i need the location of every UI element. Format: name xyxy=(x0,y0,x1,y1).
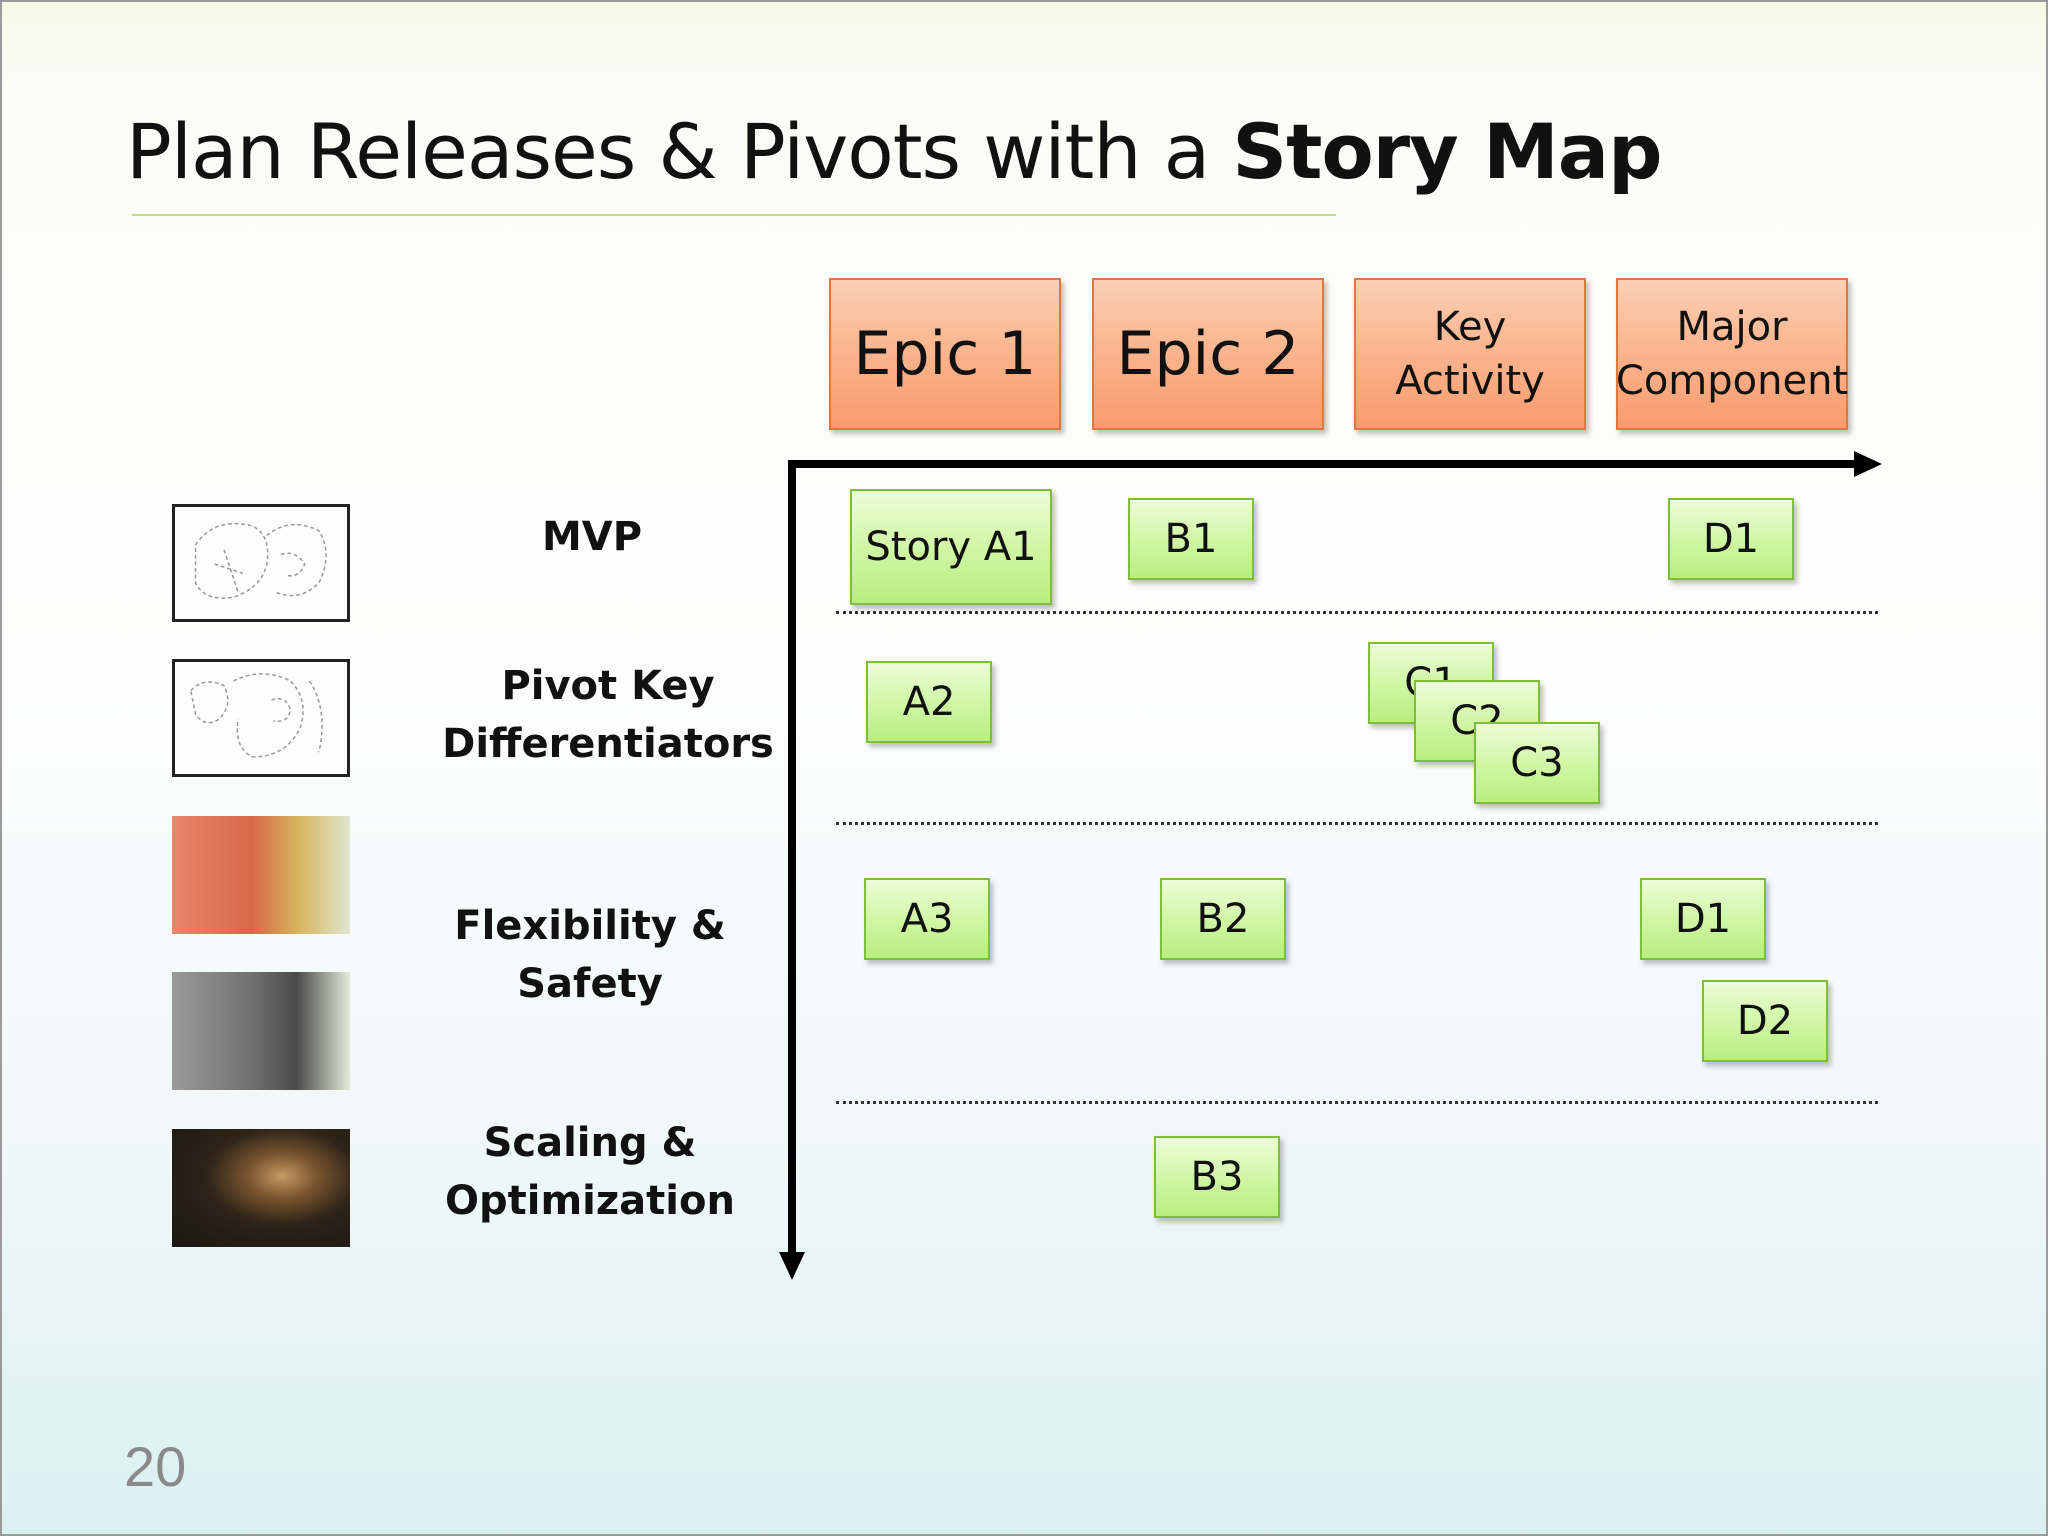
release-divider-1 xyxy=(836,611,1878,614)
line-sketch-1-icon xyxy=(172,504,350,622)
epic-1: Epic 1 xyxy=(829,278,1061,430)
arrow-down-icon xyxy=(779,1252,805,1280)
epic-major-component: Major Component xyxy=(1616,278,1848,430)
story-card-b3: B3 xyxy=(1154,1136,1280,1218)
finished-portrait-icon xyxy=(172,1129,350,1247)
row-label-mvp: MVP xyxy=(541,514,643,560)
story-card-d1: D1 xyxy=(1668,498,1794,580)
line-sketch-2-icon xyxy=(172,659,350,777)
row-label-pivot: Pivot Key Differentiators xyxy=(442,663,774,767)
epic-key-activity: Key Activity xyxy=(1354,278,1586,430)
story-card-d1-second: D1 xyxy=(1640,878,1766,960)
slide-title: Plan Releases & Pivots with a Story Map xyxy=(126,107,1662,196)
title-bold: Story Map xyxy=(1232,107,1662,196)
page-number: 20 xyxy=(124,1435,187,1498)
row-label-scaling: Scaling & Optimization xyxy=(445,1120,735,1224)
arrow-right-icon xyxy=(1854,451,1882,477)
story-card-a1: Story A1 xyxy=(850,489,1052,605)
story-card-a3: A3 xyxy=(864,878,990,960)
story-card-b1: B1 xyxy=(1128,498,1254,580)
grayscale-study-icon xyxy=(172,972,350,1090)
title-regular: Plan Releases & Pivots with a xyxy=(126,107,1233,196)
vertical-axis xyxy=(788,460,796,1256)
story-card-a2: A2 xyxy=(866,661,992,743)
epic-2: Epic 2 xyxy=(1092,278,1324,430)
horizontal-axis xyxy=(789,460,1857,468)
story-card-b2: B2 xyxy=(1160,878,1286,960)
release-divider-2 xyxy=(836,822,1878,825)
story-card-d2: D2 xyxy=(1702,980,1828,1062)
row-label-flexibility: Flexibility & Safety xyxy=(454,903,726,1007)
title-underline xyxy=(132,214,1336,216)
story-card-c3: C3 xyxy=(1474,722,1600,804)
release-divider-3 xyxy=(836,1101,1878,1104)
color-study-icon xyxy=(172,816,350,934)
